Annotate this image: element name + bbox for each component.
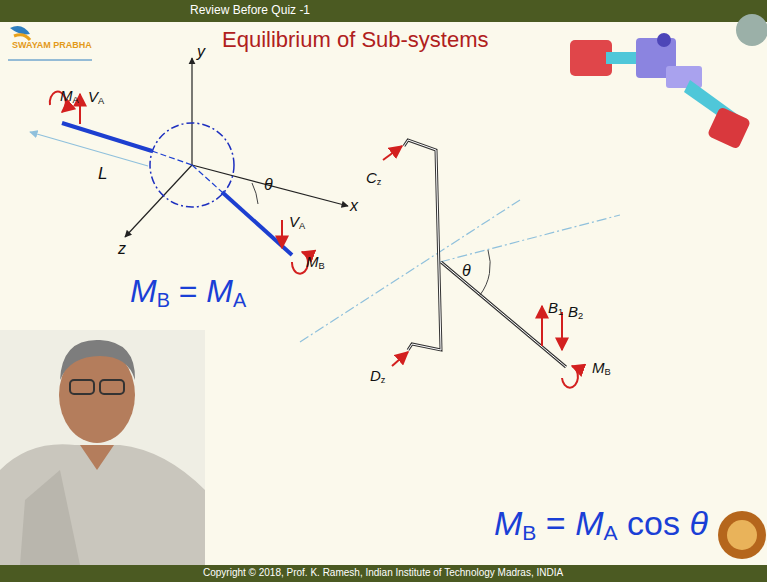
load-arrows — [50, 92, 308, 274]
axis-label: z — [118, 240, 126, 258]
swayam-logo — [8, 26, 92, 60]
reaction-arrows — [383, 146, 578, 388]
logo-text: SWAYAM PRABHA — [12, 41, 92, 51]
coordinate-axes — [125, 58, 348, 237]
force-label: B2 — [568, 304, 583, 322]
equation: MB = MA — [130, 274, 246, 312]
moment-label: MA — [60, 88, 79, 106]
reaction-label: Dz — [370, 368, 386, 386]
shaft-bars — [62, 123, 292, 255]
force-label: B1 — [548, 300, 563, 318]
footer-bar — [0, 565, 767, 582]
force-label: VA — [289, 214, 305, 232]
axis-label: y — [197, 43, 205, 61]
moment-label: MB — [592, 360, 611, 378]
slide-title: Equilibrium of Sub-systems — [222, 27, 489, 53]
iit-logo — [718, 511, 766, 559]
moment-label: MB — [306, 254, 325, 272]
angle-label: θ — [462, 262, 471, 280]
header-bar — [0, 0, 767, 22]
copyright-text: Copyright © 2018, Prof. K. Ramesh, India… — [203, 567, 563, 578]
crank-member — [300, 140, 620, 367]
equation: MB = MA cos θ — [494, 505, 708, 544]
force-label: VA — [88, 89, 104, 107]
length-dimension — [30, 132, 148, 166]
dimension-label: L — [98, 165, 107, 184]
presenter-photo — [0, 330, 205, 565]
angle-label: θ — [264, 176, 273, 194]
header-text: Review Before Quiz -1 — [190, 4, 310, 17]
reaction-label: Cz — [366, 170, 382, 188]
universal-joint-render — [570, 14, 767, 150]
axis-label: x — [350, 197, 358, 215]
